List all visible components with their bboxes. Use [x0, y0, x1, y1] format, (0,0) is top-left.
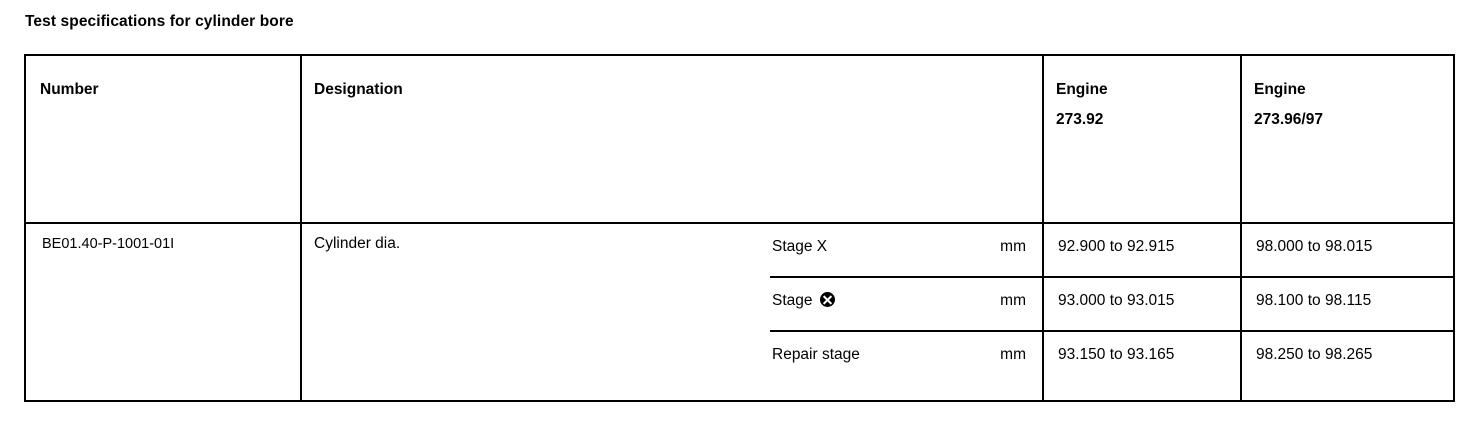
column-divider-designation: [300, 54, 302, 402]
measurement-subrows: Stage X mm 92.900 to 92.915 98.000 to 98…: [770, 224, 1453, 404]
column-header-number: Number: [40, 81, 99, 98]
cell-number: BE01.40-P-1001-01I: [42, 236, 175, 252]
table-row: Stage X mm 92.900 to 92.915 98.000 to 98…: [770, 224, 1453, 276]
column-header-engine-273-92-line2: 273.92: [1056, 111, 1104, 128]
subrow-unit: mm: [1000, 346, 1026, 363]
value-engine-273-96-97: 98.000 to 98.015: [1256, 238, 1373, 255]
column-header-engine-273-96-97: Engine 273.96/97: [1254, 78, 1323, 131]
value-engine-273-92: 92.900 to 92.915: [1058, 238, 1175, 255]
value-engine-273-92: 93.000 to 93.015: [1058, 292, 1175, 309]
cell-designation: Cylinder dia.: [314, 235, 401, 252]
subrow-label-repair-stage: Repair stage: [772, 346, 860, 363]
table-row: Stage mm 93.000 to 93.015 98.100 to 98.1…: [770, 276, 1453, 330]
value-engine-273-96-97: 98.250 to 98.265: [1256, 346, 1373, 363]
subrow-unit: mm: [1000, 292, 1026, 309]
column-header-designation: Designation: [314, 81, 403, 98]
column-divider-engine-273-96-97: [1240, 54, 1242, 402]
circled-x-icon: [819, 292, 835, 307]
column-header-engine-273-96-97-line1: Engine: [1254, 81, 1306, 98]
table-row: Repair stage mm 93.150 to 93.165 98.250 …: [770, 330, 1453, 384]
value-engine-273-92: 93.150 to 93.165: [1058, 346, 1175, 363]
value-engine-273-96-97: 98.100 to 98.115: [1256, 292, 1372, 309]
subrow-label-stage-x: Stage X: [772, 238, 828, 255]
column-divider-engine-273-92: [1042, 54, 1044, 402]
header-body-divider: [24, 222, 1455, 224]
subrow-unit: mm: [1000, 238, 1026, 255]
page-title: Test specifications for cylinder bore: [25, 13, 294, 30]
subrow-label-stage-circled-x: Stage: [772, 292, 835, 310]
column-header-engine-273-92: Engine 273.92: [1056, 78, 1108, 131]
column-header-engine-273-96-97-line2: 273.96/97: [1254, 111, 1323, 128]
column-header-engine-273-92-line1: Engine: [1056, 81, 1108, 98]
specifications-table: Number Designation Engine 273.92 Engine …: [24, 54, 1455, 402]
